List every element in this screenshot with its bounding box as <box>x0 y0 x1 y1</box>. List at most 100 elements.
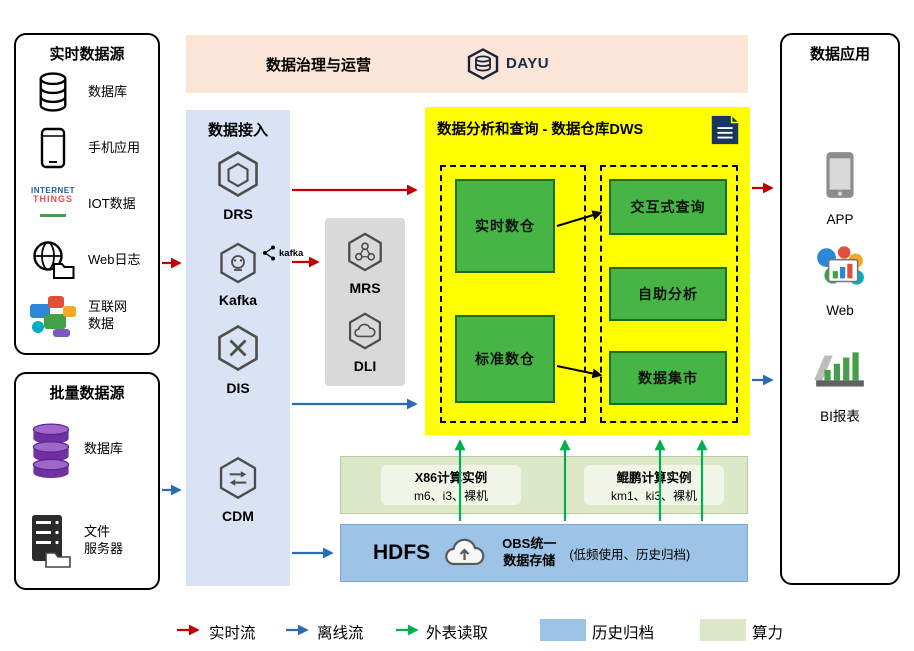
source-item-iot: INTERNET THINGS IOT数据 <box>16 176 158 232</box>
standard-warehouse-box: 标准数仓 <box>455 315 555 403</box>
dws-title: 数据分析和查询 - 数据仓库DWS <box>437 122 644 138</box>
globe-folder-icon <box>26 239 80 281</box>
ingestion-title: 数据接入 <box>207 122 268 139</box>
obs-note: (低频使用、历史归档) <box>569 547 691 562</box>
dayu-hexagon-db-icon <box>466 47 500 86</box>
kafka-wordmark-text: kafka <box>279 247 304 259</box>
analytics-group-box <box>600 165 738 423</box>
governance-title: 数据治理与运营 <box>266 57 372 74</box>
source-item-mobile-app: 手机应用 <box>16 120 158 176</box>
source-item-label: 手机应用 <box>88 139 141 155</box>
source-item-label: 数据库 <box>88 83 128 99</box>
dws-document-icon <box>706 113 744 152</box>
kunpeng-compute-chip: 鲲鹏计算实例 km1、ki3、裸机 <box>584 465 724 505</box>
service-dis: DIS <box>186 324 290 396</box>
compute-panel: X86计算实例 m6、i3、裸机 鲲鹏计算实例 km1、ki3、裸机 <box>340 456 748 514</box>
realtime-warehouse-label: 实时数仓 <box>475 218 535 234</box>
kunpeng-spec: km1、ki3、裸机 <box>610 488 697 503</box>
service-name: DIS <box>226 380 250 396</box>
file-server-icon <box>24 513 78 569</box>
service-kafka: kafka Kafka <box>186 242 303 308</box>
iot-word-2: THINGS <box>32 194 73 205</box>
app-item-label: BI报表 <box>820 409 860 424</box>
kunpeng-title: 鲲鹏计算实例 <box>616 470 692 485</box>
data-mart-box: 数据集市 <box>609 351 727 405</box>
service-name: MRS <box>349 280 381 296</box>
cdm-hexagon-icon <box>216 456 260 505</box>
service-name: DRS <box>223 206 253 222</box>
interactive-query-label: 交互式查询 <box>630 199 706 215</box>
interactive-query-box: 交互式查询 <box>609 179 727 235</box>
storage-panel: HDFS OBS统一 数据存储 (低频使用、历史归档) <box>340 524 748 582</box>
x86-compute-chip: X86计算实例 m6、i3、裸机 <box>381 465 521 505</box>
legend-offline-label: 离线流 <box>317 625 364 642</box>
batch-sources-box: 批量数据源 数据库 <box>14 372 160 590</box>
applications-box: 数据应用 APP <box>780 33 900 585</box>
source-item-label: 文件 服务器 <box>84 524 124 556</box>
internet-collage-icon <box>26 294 80 338</box>
legend-compute-swatch <box>700 619 746 641</box>
data-mart-label: 数据集市 <box>638 370 698 386</box>
obs-cloud-icon <box>443 536 489 570</box>
kafka-hexagon-icon: kafka <box>217 242 303 289</box>
standard-warehouse-label: 标准数仓 <box>475 351 535 367</box>
source-item-label: Web日志 <box>88 251 141 267</box>
purple-database-stack-icon <box>24 420 78 478</box>
source-item-internet-data: 互联网 数据 <box>16 288 158 344</box>
app-item-label: APP <box>826 212 854 227</box>
source-item-batch-database: 数据库 <box>16 403 158 495</box>
source-item-label: 数据库 <box>84 440 124 456</box>
app-item-bi: BI报表 <box>782 349 898 425</box>
governance-banner: 数据治理与运营 DAYU <box>186 35 748 93</box>
x86-spec: m6、i3、裸机 <box>413 488 488 503</box>
self-service-analysis-box: 自助分析 <box>609 267 727 321</box>
database-icon <box>26 70 80 114</box>
legend-archive-label: 历史归档 <box>592 625 655 642</box>
app-item-app: APP <box>782 150 898 227</box>
x86-title: X86计算实例 <box>414 470 488 485</box>
mobile-phone-icon <box>26 127 80 169</box>
kafka-logo-icon <box>263 245 275 261</box>
service-name: DLI <box>353 358 377 374</box>
realtime-sources-box: 实时数据源 数据库 手机应用 <box>14 33 160 355</box>
legend-realtime-label: 实时流 <box>209 625 256 642</box>
service-name: CDM <box>222 508 254 524</box>
source-item-web-log: Web日志 <box>16 232 158 288</box>
warehouse-group-box <box>440 165 586 423</box>
drs-hexagon-icon <box>214 150 262 203</box>
kafka-wordmark: kafka <box>261 244 303 262</box>
app-item-label: Web <box>826 303 854 318</box>
iot-word-1: INTERNET <box>31 185 75 195</box>
bi-report-icon <box>812 349 868 398</box>
ingestion-panel: 数据接入 DRS <box>186 110 303 586</box>
batch-sources-title: 批量数据源 <box>49 385 125 402</box>
source-item-file-server: 文件 服务器 <box>16 495 158 587</box>
realtime-sources-title: 实时数据源 <box>49 46 125 63</box>
source-item-label: IOT数据 <box>88 195 136 211</box>
source-item-database: 数据库 <box>16 64 158 120</box>
legend-compute-label: 算力 <box>752 625 784 642</box>
self-service-analysis-label: 自助分析 <box>638 286 698 302</box>
dayu-product-name: DAYU <box>506 55 550 72</box>
service-mrs: MRS <box>325 232 405 296</box>
web-colorful-icon <box>813 245 867 296</box>
applications-title: 数据应用 <box>809 46 870 63</box>
dis-hexagon-icon <box>214 324 262 377</box>
service-name: Kafka <box>218 292 258 308</box>
iot-bar <box>40 213 66 217</box>
processing-panel: MRS DLI <box>325 218 405 386</box>
legend-external-label: 外表读取 <box>426 625 489 642</box>
dli-hexagon-icon <box>346 312 384 355</box>
obs-label: OBS统一 数据存储 <box>502 536 557 568</box>
realtime-warehouse-box: 实时数仓 <box>455 179 555 273</box>
app-item-web: Web <box>782 245 898 318</box>
hdfs-label: HDFS <box>373 541 431 564</box>
iot-wordcloud-icon: INTERNET THINGS <box>26 185 80 222</box>
service-dli: DLI <box>325 312 405 374</box>
app-phone-icon <box>822 150 858 205</box>
service-drs: DRS <box>186 150 290 222</box>
mrs-hexagon-icon <box>345 232 385 277</box>
dws-panel: 数据分析和查询 - 数据仓库DWS 实时数仓 标准数仓 交互式查询 自助分析 数… <box>425 107 750 435</box>
service-cdm: CDM <box>186 456 290 524</box>
